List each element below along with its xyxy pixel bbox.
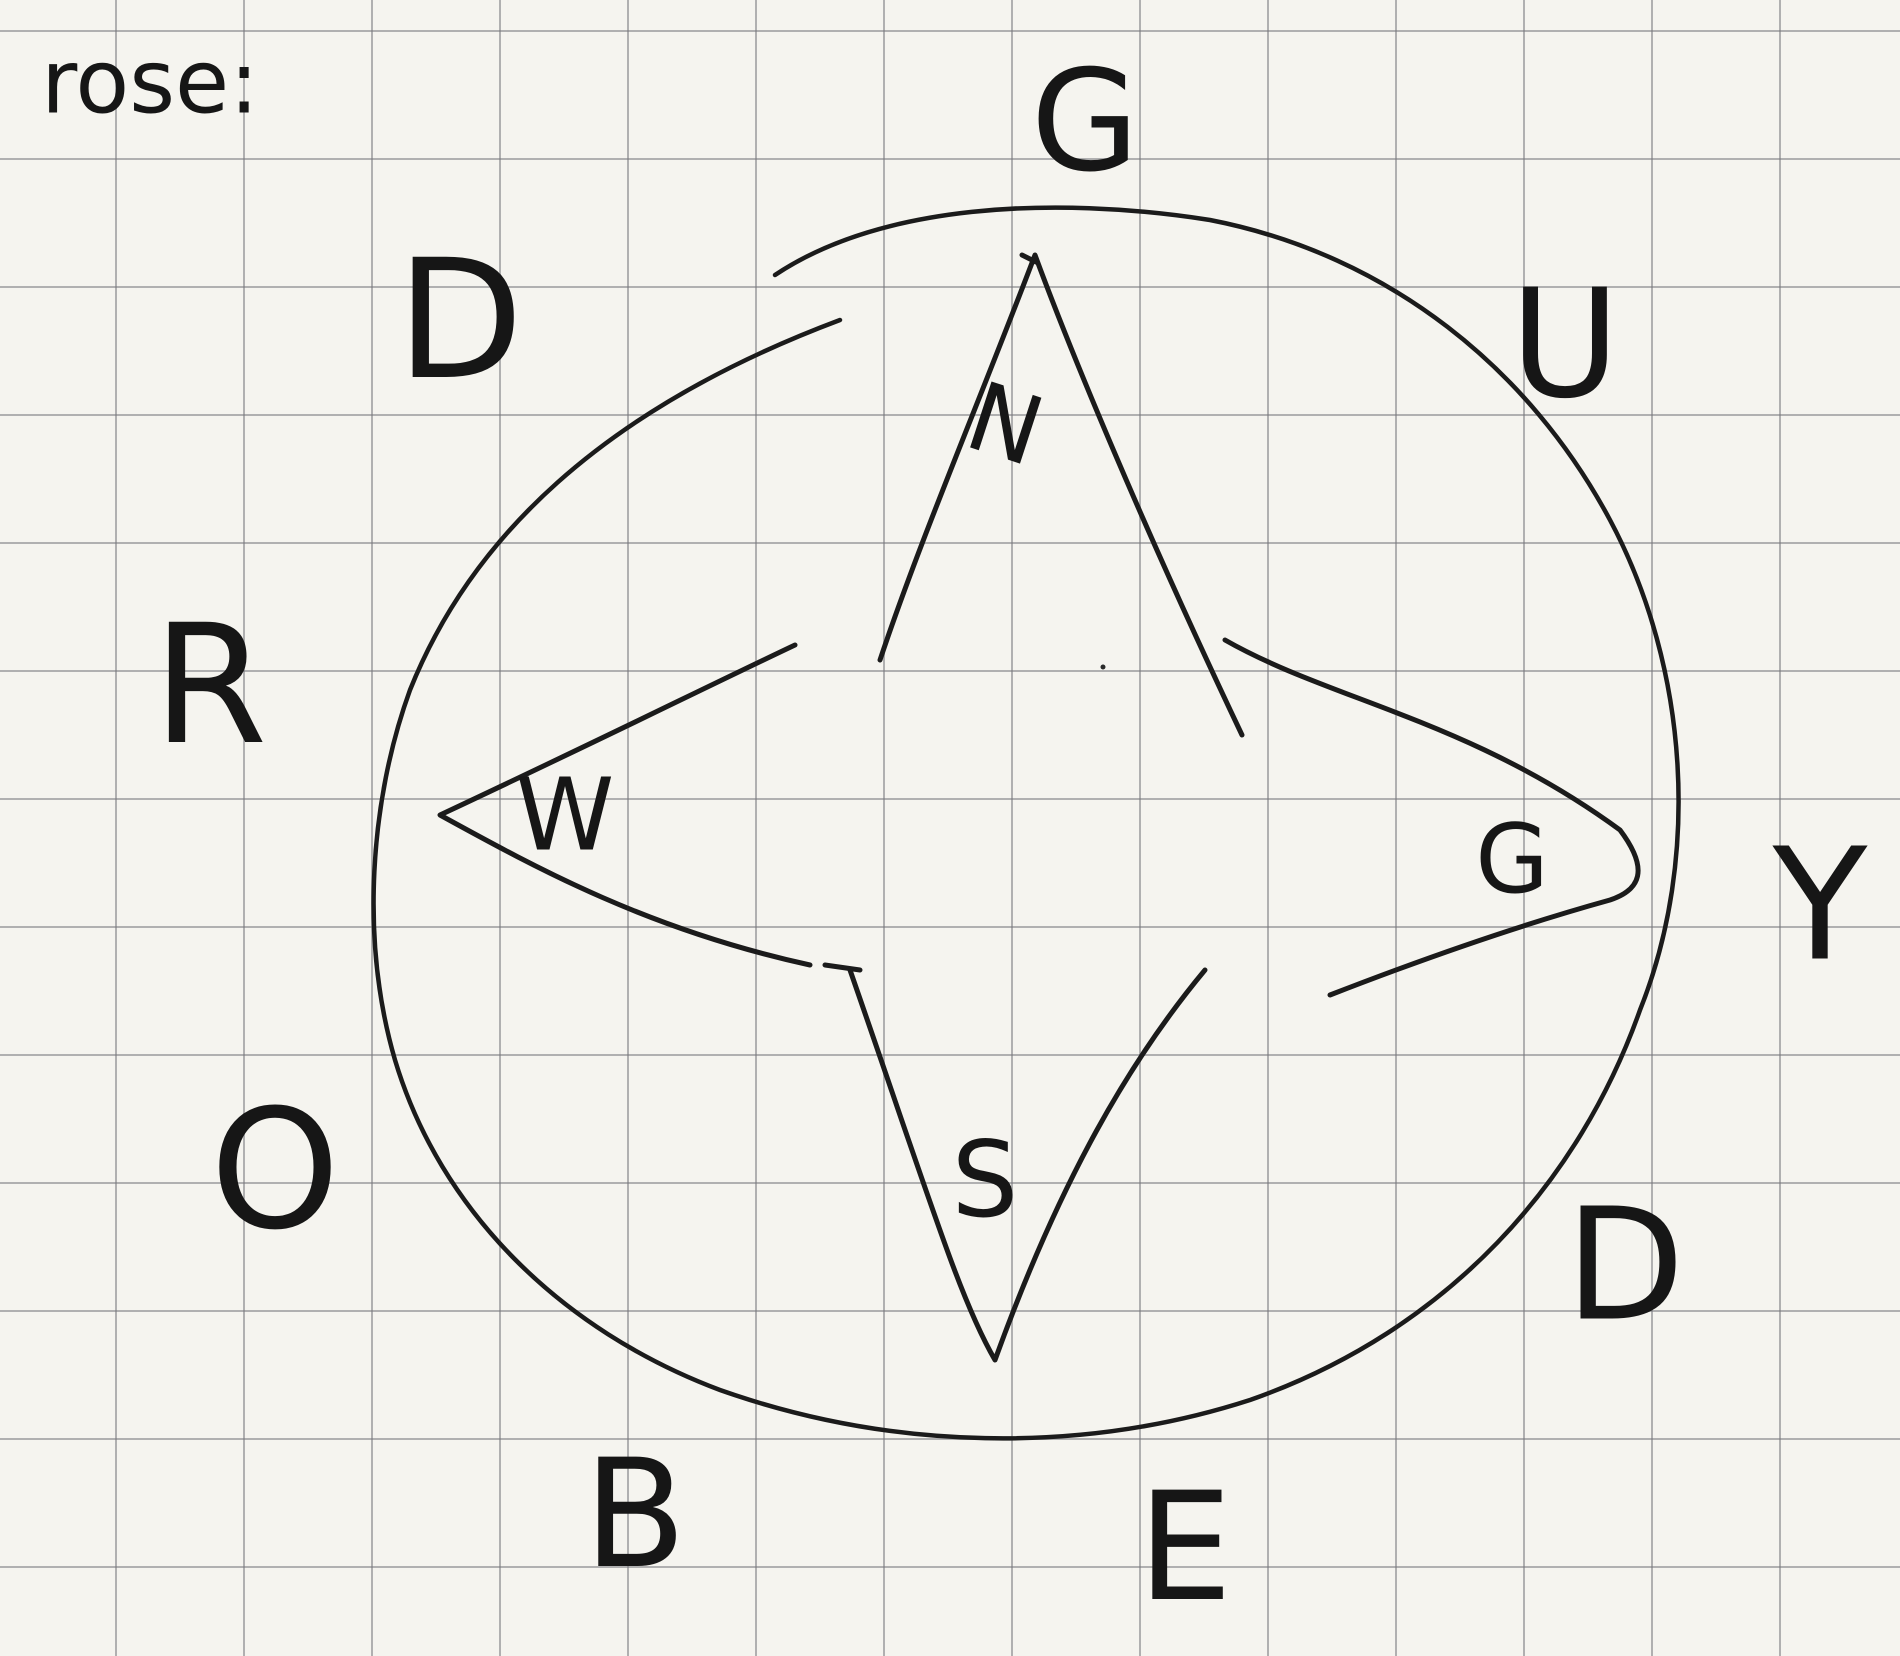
outer-letter-top-right: U (1510, 258, 1620, 432)
heading-fragment: rose: (41, 31, 259, 134)
west-point (437, 642, 813, 968)
ink-dot (1100, 664, 1106, 670)
inner-letter-east: G (1475, 805, 1549, 915)
outer-letter-bottom-left: B (584, 1428, 687, 1602)
inner-letter-west: W (516, 757, 615, 874)
outer-letter-top: G (1031, 41, 1140, 204)
outer-letter-top-left-lower: O (210, 1074, 340, 1266)
north-point (877, 252, 1245, 738)
north-point-tick (1019, 252, 1039, 265)
outer-letter-bottom: E (1138, 1461, 1233, 1635)
outer-letter-bottom-right: D (1565, 1175, 1684, 1356)
south-point (847, 967, 1208, 1363)
inner-letter-north: N (954, 362, 1056, 489)
outer-circle (371, 205, 1681, 1441)
outer-letter-left: R (153, 589, 268, 781)
outer-letter-right: Y (1772, 815, 1868, 996)
east-point (1222, 637, 1641, 998)
outer-letter-top-left-upper: D (396, 224, 523, 416)
inner-letter-south: S (952, 1119, 1019, 1241)
south-point-tick (822, 962, 863, 973)
